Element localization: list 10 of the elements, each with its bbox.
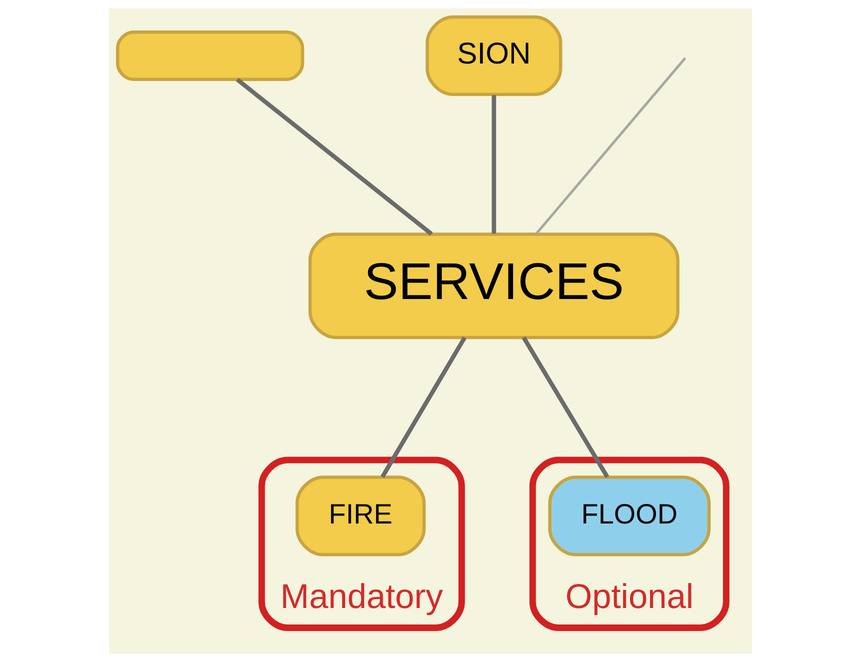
connector [236, 78, 433, 236]
node-box: FLOOD [548, 476, 711, 556]
connector [535, 57, 686, 235]
node-box [116, 30, 304, 81]
connector [492, 95, 496, 234]
node-box: SION [426, 15, 562, 96]
node-box: FIRE [296, 476, 426, 556]
connector [380, 336, 467, 478]
connector [522, 336, 610, 478]
node-box: SERVICES [308, 232, 680, 340]
